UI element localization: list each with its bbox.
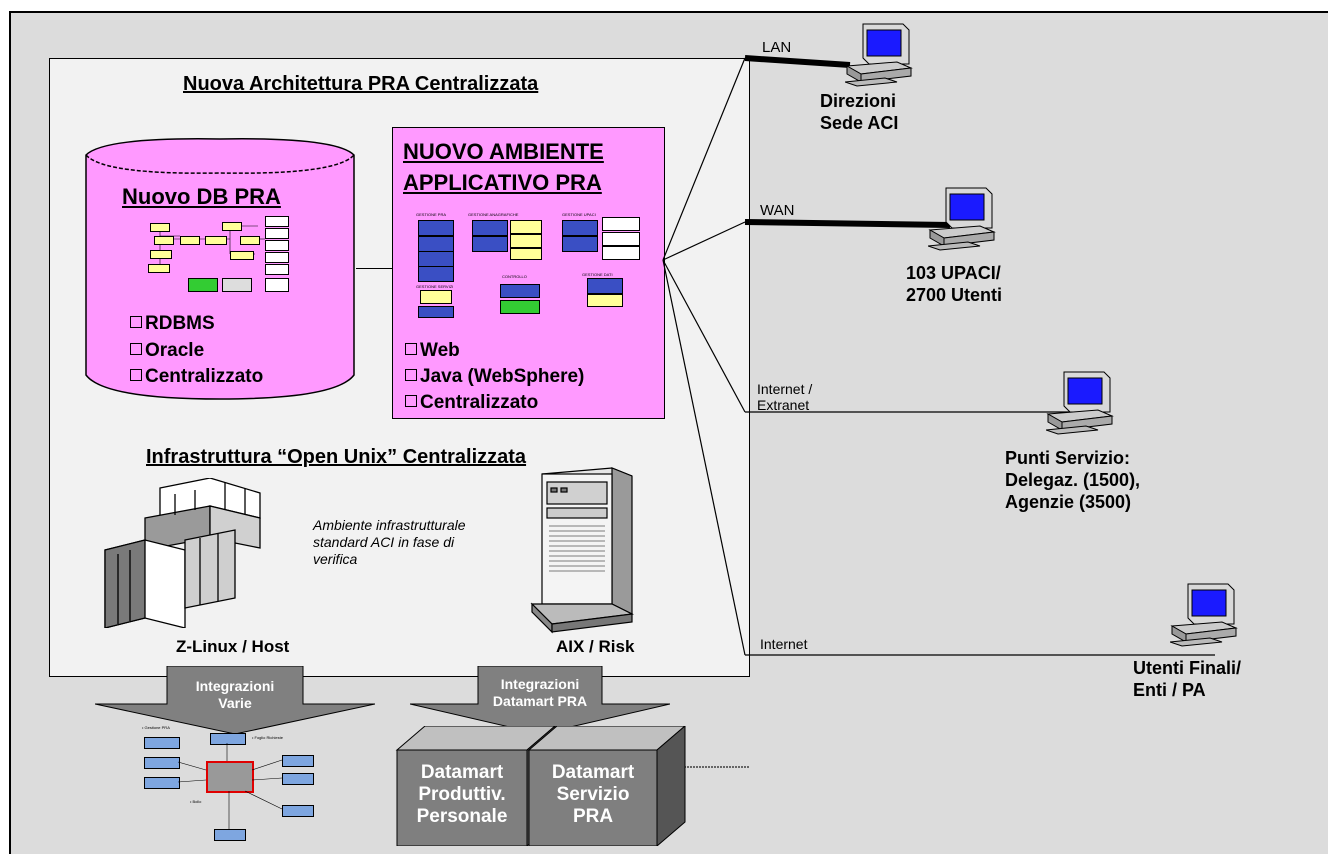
link-label-lan: LAN xyxy=(762,39,792,56)
link-label-wan: WAN xyxy=(760,202,795,219)
down-arrow-icon xyxy=(95,666,375,734)
infra-note: Ambiente infrastrutturale standard ACI i… xyxy=(313,517,466,567)
desktop-computer-icon xyxy=(1170,583,1238,647)
app-bullet-2: Java (WebSphere) xyxy=(405,366,584,388)
db-bullet-3: Centralizzato xyxy=(130,366,263,388)
architecture-title: Nuova Architettura PRA Centralizzata xyxy=(183,73,539,95)
db-app-connector xyxy=(356,268,392,269)
link-label-internet: Internet xyxy=(760,636,808,652)
zlinux-label: Z-Linux / Host xyxy=(176,637,290,656)
db-schema-diagram xyxy=(140,214,300,294)
site-wan: 103 UPACI/2700 Utenti xyxy=(906,263,1003,305)
app-title-line1: NUOVO AMBIENTE xyxy=(403,139,604,164)
server-tower-icon xyxy=(530,467,635,634)
desktop-computer-icon xyxy=(845,23,913,87)
app-modules-diagram: GESTIONE PRA GESTIONE ANAGRAFICHE GESTIO… xyxy=(412,212,652,322)
desktop-computer-icon xyxy=(1046,371,1114,435)
integrations-mini-diagram: • Gestione PRA • Bollo • Foglio Richiest… xyxy=(140,725,320,845)
db-bullet-1: RDBMS xyxy=(130,313,215,335)
link-label-extranet-1: Internet / xyxy=(757,381,813,397)
db-bullet-2: Oracle xyxy=(130,340,204,362)
site-internet: Utenti Finali/Enti / PA xyxy=(1133,658,1241,700)
down-arrow-icon xyxy=(410,666,670,734)
aix-label: AIX / Risk xyxy=(556,637,635,656)
link-label-extranet-2: Extranet xyxy=(757,397,810,413)
desktop-computer-icon xyxy=(928,187,996,251)
database-cylinder-icon xyxy=(85,138,355,400)
app-bullet-1: Web xyxy=(405,340,460,362)
mainframe-icon xyxy=(104,478,261,628)
infra-title: Infrastruttura “Open Unix” Centralizzata xyxy=(146,446,527,468)
site-extranet: Punti Servizio:Delegaz. (1500),Agenzie (… xyxy=(1005,448,1141,512)
app-title-line2: APPLICATIVO PRA xyxy=(403,170,602,195)
cube-icon xyxy=(395,726,686,846)
app-bullet-3: Centralizzato xyxy=(405,392,538,414)
db-title: Nuovo DB PRA xyxy=(122,184,281,209)
